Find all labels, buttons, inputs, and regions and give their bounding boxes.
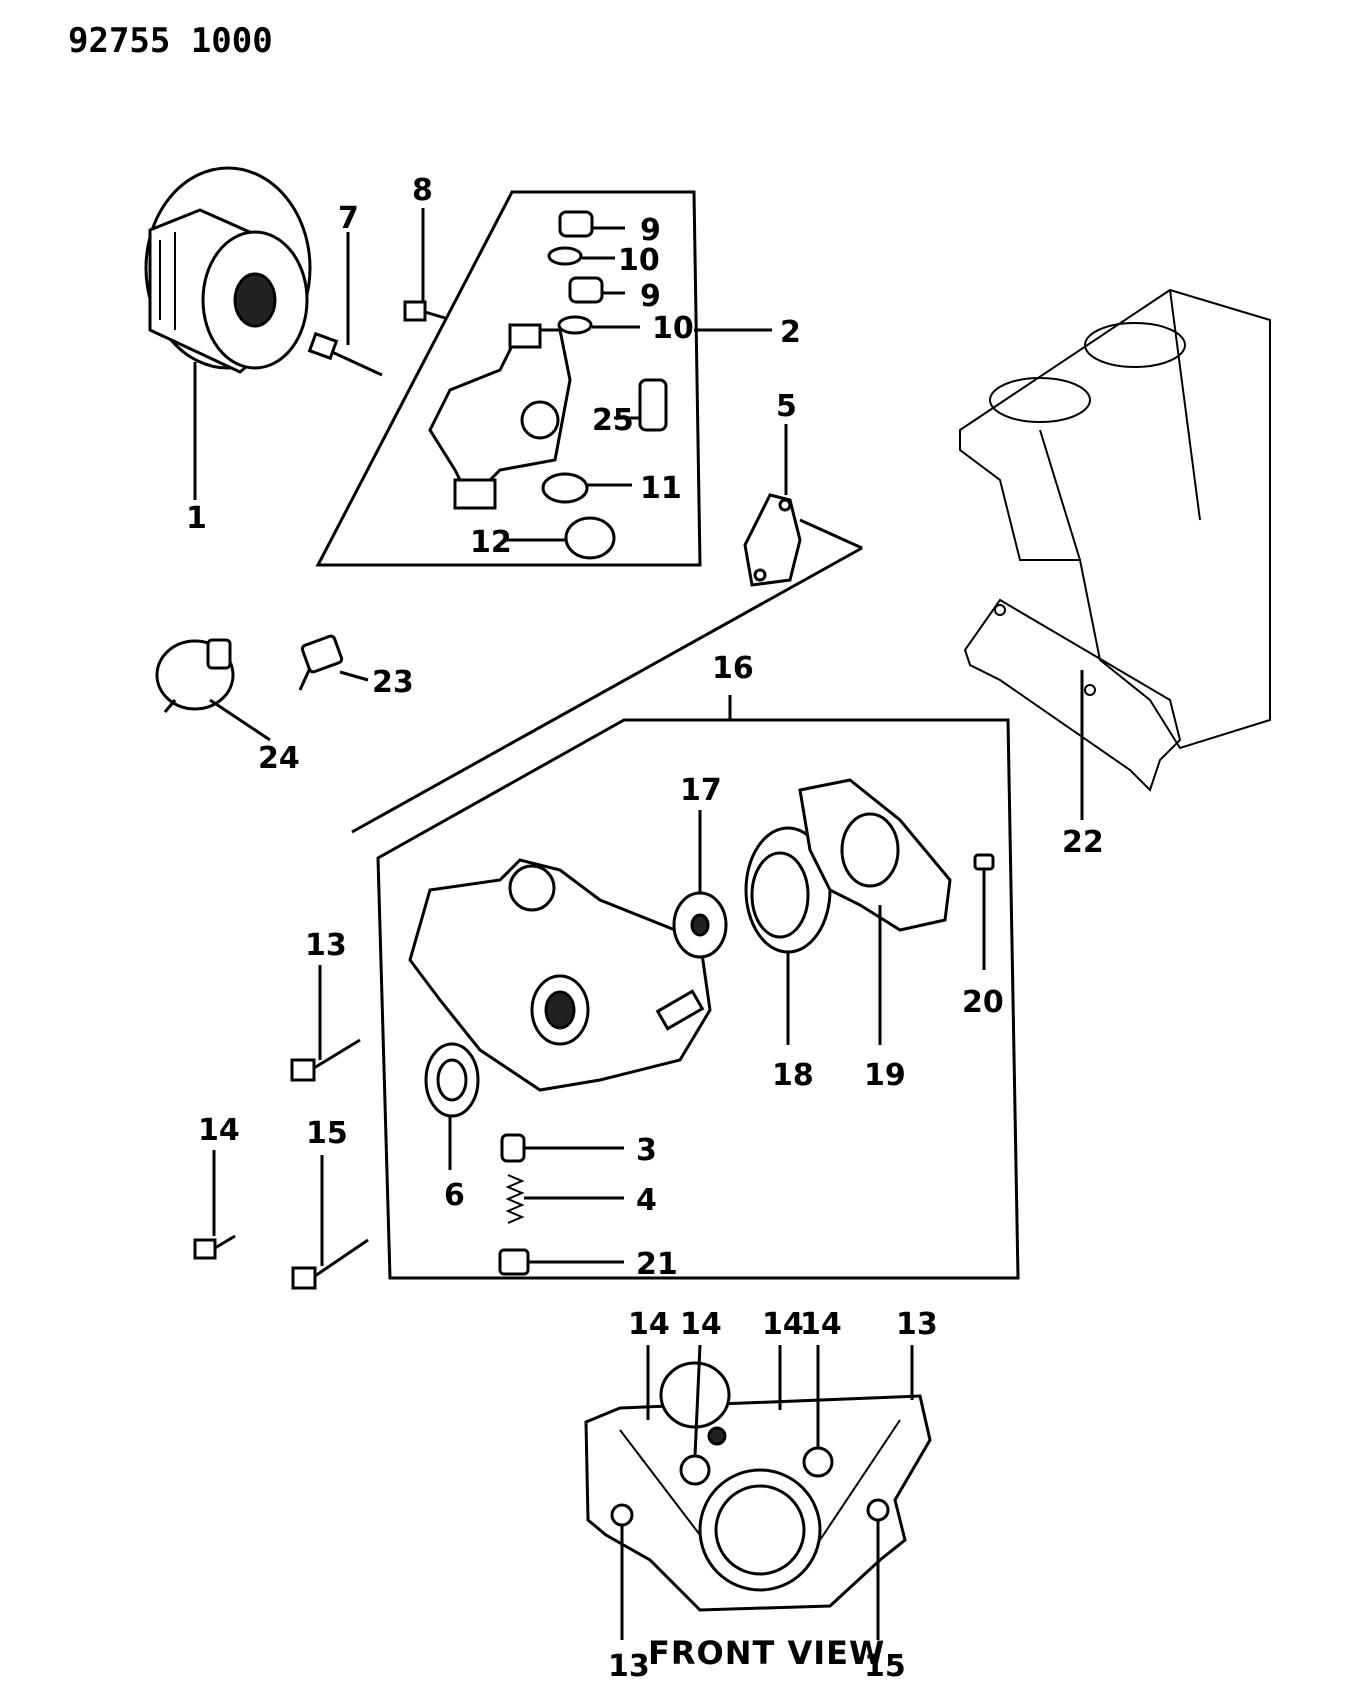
callout-15: 15 (306, 1116, 348, 1151)
part-number-header: 92755 1000 (68, 21, 273, 61)
screw-20 (973, 853, 995, 871)
callout-13: 13 (305, 928, 347, 963)
oil-seal-6 (424, 1042, 480, 1118)
callout-8: 8 (412, 173, 433, 208)
callout-18: 18 (772, 1058, 814, 1093)
front-view-callout-14-d: 14 (800, 1307, 842, 1342)
bolt-8 (403, 300, 446, 322)
plug-9-lower (568, 276, 604, 304)
callout-17: 17 (680, 773, 722, 808)
callout-16: 16 (712, 651, 754, 686)
callout-2: 2 (780, 315, 801, 350)
gasket-22 (963, 598, 1182, 792)
front-view-callout-13-b: 13 (608, 1649, 650, 1684)
callout-9-lower: 9 (640, 279, 661, 314)
group-5-leader (799, 518, 863, 550)
bolt-14 (193, 1234, 236, 1260)
callout-5: 5 (776, 389, 797, 424)
oil-filter (144, 166, 312, 374)
front-view-callout-14-b: 14 (680, 1307, 722, 1342)
sensor-23 (298, 634, 344, 691)
gasket-10-lower (557, 315, 593, 335)
callout-21: 21 (636, 1247, 678, 1282)
callout-11: 11 (640, 471, 682, 506)
front-view-callout-15: 15 (864, 1649, 906, 1684)
callout-19: 19 (864, 1058, 906, 1093)
sensor-25 (638, 378, 668, 432)
bolt-13 (290, 1038, 361, 1082)
cap-12 (564, 516, 616, 560)
callout-4: 4 (636, 1183, 657, 1218)
callout-10-lower: 10 (652, 311, 694, 346)
gasket-10-upper (547, 246, 583, 266)
bolt-15 (291, 1238, 369, 1290)
bolt-7 (307, 331, 383, 377)
callout-6: 6 (444, 1178, 465, 1213)
callout-20: 20 (962, 985, 1004, 1020)
oil-filter-bracket (428, 323, 572, 510)
plug-21 (498, 1248, 530, 1276)
callout-14: 14 (198, 1113, 240, 1148)
callout-3: 3 (636, 1133, 657, 1168)
callout-9-upper: 9 (640, 213, 661, 248)
o-ring-11 (541, 472, 589, 504)
relief-plunger-3 (500, 1133, 526, 1163)
relief-spring-4 (505, 1174, 525, 1224)
pressure-switch-24 (155, 638, 235, 713)
callout-22: 22 (1062, 825, 1104, 860)
front-view-callout-14-a: 14 (628, 1307, 670, 1342)
callout-24: 24 (258, 741, 300, 776)
oil-pump-body (408, 858, 712, 1092)
group-16-outline (376, 718, 1020, 1280)
callout-7: 7 (338, 201, 359, 236)
pump-cover-19 (798, 778, 952, 932)
front-view-callout-14-c: 14 (762, 1307, 804, 1342)
callout-23: 23 (372, 665, 414, 700)
outer-rotor-18 (744, 826, 832, 954)
callout-1: 1 (186, 501, 207, 536)
callout-12: 12 (470, 525, 512, 560)
front-view-drawing (584, 1361, 932, 1612)
callout-10-upper: 10 (618, 243, 660, 278)
plug-9-upper (558, 210, 594, 238)
gasket-5 (743, 493, 802, 587)
group-2-outline (315, 190, 702, 567)
front-view-callout-13-a: 13 (896, 1307, 938, 1342)
inner-rotor-17 (672, 891, 728, 959)
callout-25: 25 (592, 403, 634, 438)
front-view-caption: FRONT VIEW (648, 1634, 885, 1672)
engine-block (959, 288, 1271, 750)
